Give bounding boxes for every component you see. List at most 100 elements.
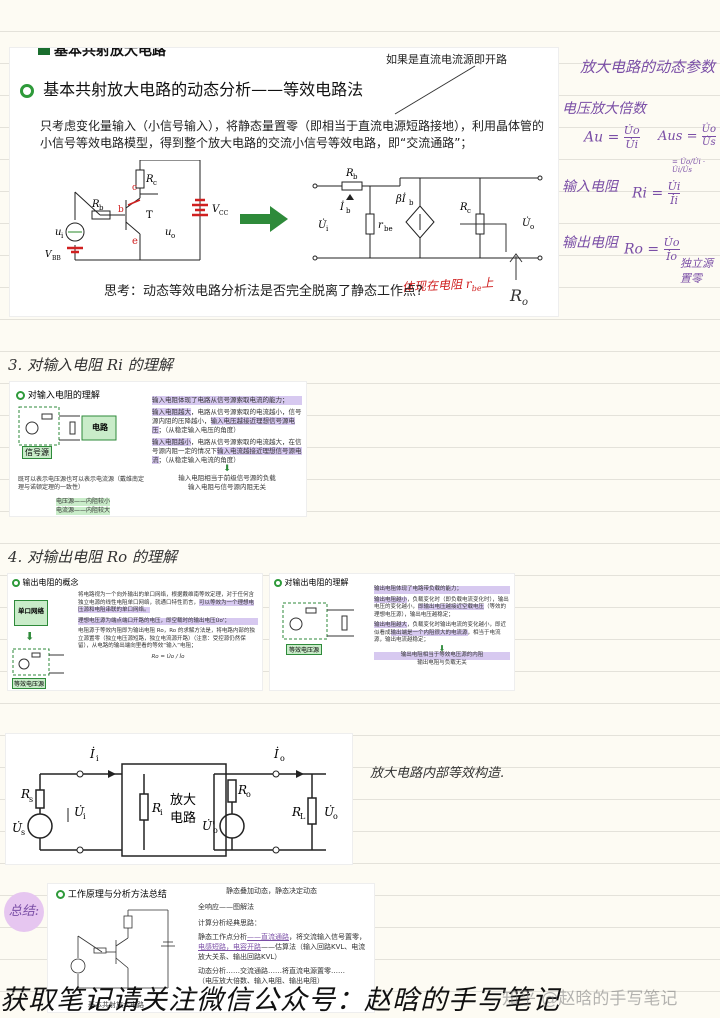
- svg-text:İ: İ: [339, 201, 345, 213]
- rb-label: R: [91, 199, 100, 210]
- svg-text:b: b: [118, 205, 124, 215]
- svg-text:İ: İ: [89, 746, 95, 761]
- svg-text:放大: 放大: [170, 793, 196, 808]
- svg-text:o: o: [246, 790, 251, 799]
- common-emitter-circuit: R b R c T V CC u i u o V BB b c e: [45, 160, 229, 262]
- output-concept-title: 输出电阻的概念: [12, 577, 79, 588]
- svg-text:V: V: [45, 250, 53, 260]
- input-r-heading: 输入电阻: [562, 179, 618, 195]
- svg-text:V: V: [212, 204, 221, 215]
- svg-text:R: R: [345, 168, 354, 179]
- svg-text:R: R: [151, 801, 161, 815]
- ro-mark-arrow: [509, 253, 523, 280]
- svg-text:U̇: U̇: [522, 217, 531, 229]
- bullet-ring-icon: [20, 83, 34, 98]
- bullet-ring-icon: [56, 890, 65, 899]
- summary-panel: 工作原理与分析方法总结 基本共射放大电路 静态叠加动态，静态决定动态 全响应——…: [48, 884, 374, 1012]
- svg-text:BB: BB: [52, 255, 61, 262]
- svg-text:İ: İ: [273, 746, 279, 761]
- gain-heading: 电压放大倍数: [562, 101, 646, 117]
- amplifier-equivalent-circuit: R s U̇ s U̇ i İ i R i 放大 电路 R o U̇' o İ …: [12, 746, 338, 857]
- svg-text:T: T: [146, 210, 153, 221]
- svg-text:b: b: [346, 207, 351, 215]
- single-port-box: 单口网络: [14, 600, 48, 626]
- summary-circuit-icon: [70, 909, 175, 989]
- svg-text:U̇: U̇: [74, 804, 85, 819]
- equiv-source-icon: [12, 648, 64, 676]
- input-resistance-panel: 对输入电阻的理解 电路 信号源 既可以表示电压源也可以表示电流源（戴维南定理与诺…: [10, 382, 306, 516]
- slide-title: 基本共射放大电路的动态分析——等效电路法: [20, 76, 363, 100]
- bullet-ring-icon: [274, 578, 282, 587]
- output-understand-title: 对输出电阻的理解: [274, 577, 349, 588]
- zhihu-watermark: 知乎 @赵晗的手写笔记: [502, 989, 678, 1009]
- signal-source-label: 信号源: [22, 446, 52, 459]
- svg-text:c: c: [467, 207, 471, 215]
- svg-text:i: i: [160, 808, 163, 817]
- output-concept-panel: 输出电阻的概念 单口网络 ⬇ 等效电压源 将电路视为一个向外输出的单口网络，根据…: [8, 574, 262, 690]
- dynamic-params-title: 放大电路的动态参数: [580, 58, 716, 76]
- svg-text:i: i: [61, 232, 64, 240]
- down-arrow-icon: ⬇: [223, 464, 231, 474]
- output-understand-panel: 对输出电阻的理解 等效电压源 输出电阻体现了电路带负载的能力； 输出电阻越小，负…: [270, 574, 514, 690]
- summary-title: 工作原理与分析方法总结: [56, 887, 167, 900]
- output-equiv-circuit-icon: [282, 602, 354, 640]
- summary-fig-caption: 基本共射放大电路: [88, 1001, 144, 1009]
- dc-source-annotation: 如果是直流电流源即开路: [386, 53, 507, 66]
- svg-text:s: s: [21, 828, 25, 837]
- output-understand-text: 输出电阻体现了电路带负载的能力； 输出电阻越小，负载变化时（即负载电流变化时），…: [374, 586, 510, 666]
- svg-text:c: c: [153, 179, 157, 187]
- think-question: 思考：动态等效电路分析法是否完全脱离了静态工作点?: [104, 284, 423, 299]
- svg-text:s: s: [29, 795, 33, 804]
- circuit-box-label: 电路: [92, 423, 108, 432]
- svg-text:c: c: [132, 183, 137, 193]
- amplifier-equivalent-panel: R s U̇ s U̇ i İ i R i 放大 电路 R o U̇' o İ …: [6, 734, 352, 864]
- svg-text:u: u: [165, 227, 171, 238]
- equiv-source-label: 等效电压源: [12, 678, 47, 689]
- bullet-ring-icon: [12, 578, 20, 587]
- voltage-source-note: 电压源——内阻较小: [56, 498, 111, 506]
- input-panel-title: 对输入电阻的理解: [16, 388, 100, 401]
- svg-text:o: o: [280, 754, 285, 763]
- svg-text:L: L: [300, 812, 306, 821]
- svg-text:o: o: [171, 232, 175, 240]
- svg-text:i: i: [96, 754, 99, 763]
- section3-heading: 3. 对输入电阻 Ri 的理解: [8, 356, 173, 374]
- bullet-ring-icon: [16, 391, 25, 400]
- annotation-arrow: [394, 65, 476, 115]
- svg-text:b: b: [353, 173, 358, 181]
- svg-text:CC: CC: [219, 210, 229, 217]
- slide-body: 只考虑变化量输入（小信号输入），将静态量置零（即相当于直流电源短路接地），利用晶…: [40, 119, 545, 150]
- summary-text: 静态叠加动态，静态决定动态 全响应——图解法 计算分析经典思路： 静态工作点分析…: [198, 887, 366, 985]
- svg-text:e: e: [132, 236, 138, 247]
- section4-heading: 4. 对输出电阻 Ro 的理解: [8, 548, 177, 566]
- svg-text:R: R: [459, 202, 468, 213]
- svg-text:U̇: U̇: [324, 804, 335, 819]
- summary-badge: 总结:: [4, 892, 44, 932]
- svg-text:R: R: [237, 783, 247, 797]
- output-concept-text: 将电路视为一个向外输出的单口网络，根据戴维南等效定理，对于任何含独立电源的线性电…: [78, 592, 258, 661]
- source-circuit-icon: [18, 406, 117, 446]
- input-panel-note: 既可以表示电压源也可以表示电流源（戴维南定理与诺顿定理的一致性）: [18, 476, 145, 491]
- output-equiv-label: 等效电压源: [286, 644, 323, 655]
- svg-text:be: be: [384, 225, 393, 233]
- partial-header: 基本共射放大电路: [38, 48, 166, 60]
- svg-text:U̇': U̇': [202, 818, 215, 833]
- svg-text:U̇: U̇: [318, 219, 327, 231]
- svg-text:βİ: βİ: [395, 193, 407, 205]
- svg-text:i: i: [326, 225, 329, 233]
- svg-text:b: b: [409, 199, 414, 207]
- svg-text:R: R: [20, 787, 30, 801]
- svg-text:o: o: [530, 223, 534, 231]
- svg-text:R: R: [145, 174, 154, 185]
- amplifier-structure-caption: 放大电路内部等效构造.: [370, 766, 505, 781]
- svg-text:i: i: [83, 812, 86, 821]
- small-signal-equivalent-circuit: R b İ b βİ b r be R c U̇ i U̇ o: [312, 168, 543, 261]
- svg-text:电路: 电路: [170, 810, 196, 826]
- current-source-note: 电流源——内阻较大: [56, 507, 111, 515]
- down-arrow-icon: ⬇: [25, 630, 35, 643]
- svg-text:u: u: [55, 227, 61, 238]
- svg-text:r: r: [378, 220, 384, 231]
